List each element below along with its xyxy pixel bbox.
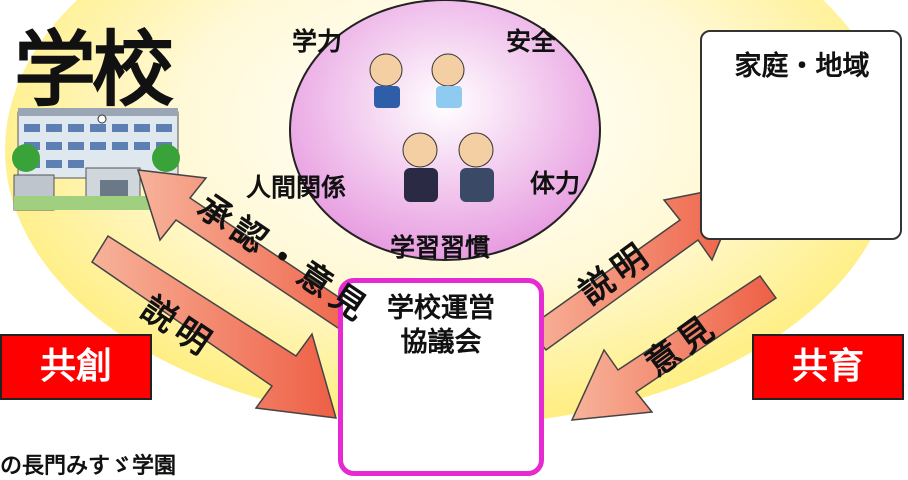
council-box: [338, 278, 544, 476]
school-title: 学校: [14, 23, 174, 118]
council-title: 学校運営 協議会: [344, 292, 538, 360]
circle-label-academic: 学力: [292, 27, 343, 56]
circle-label-relationships: 人間関係: [246, 173, 347, 202]
co-nurturing-badge: 共育: [752, 334, 904, 400]
arrow-home-down: [570, 274, 778, 421]
circle-label-safety: 安全: [506, 27, 557, 56]
footer-text: の長門みすゞ学園: [0, 453, 177, 479]
home-community-box: [700, 30, 902, 240]
arrow-school-down: [90, 234, 338, 419]
school-building-icon: [12, 108, 184, 211]
circle-label-study-habits: 学習習慣: [390, 233, 491, 262]
co-creation-badge: 共創: [0, 334, 152, 400]
council-title-line2: 協議会: [400, 326, 482, 358]
council-title-line1: 学校運営: [387, 293, 495, 324]
home-community-title: 家庭・地域: [734, 51, 870, 82]
circle-label-fitness: 体力: [530, 169, 581, 198]
students-icon: [369, 53, 494, 202]
central-circle: [289, 0, 601, 261]
